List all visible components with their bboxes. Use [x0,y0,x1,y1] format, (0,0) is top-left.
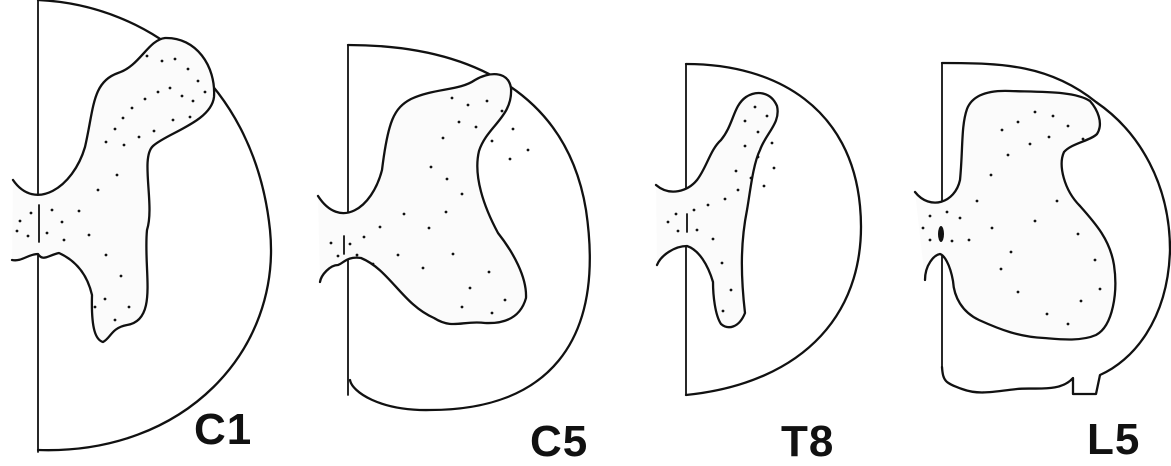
section-t8-gray-matter [656,93,778,327]
section-c5 [318,45,590,410]
section-label-t8: T8 [781,420,834,464]
section-label-c5: C5 [530,420,588,464]
section-c1-gray-matter [12,38,214,342]
section-t8 [656,64,861,395]
section-l5-central-canal [938,226,944,242]
section-c5-gray-matter [318,74,526,324]
section-c1 [12,0,271,452]
section-l5 [915,63,1170,394]
section-l5-gray-matter [915,91,1115,340]
section-label-l5: L5 [1087,418,1140,462]
section-label-c1: C1 [194,408,252,452]
